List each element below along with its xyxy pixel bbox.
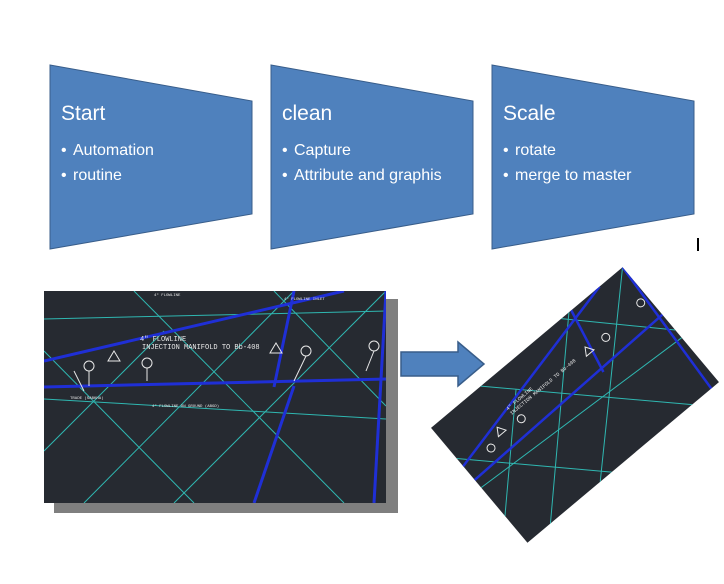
bullet-item: Attribute and graphis — [282, 165, 462, 186]
cad-symbols — [73, 340, 380, 392]
drawing-label-line1: 4" FLOWLINE — [140, 336, 186, 344]
cad-symbols — [486, 298, 646, 453]
step-bullets: Capture Attribute and graphis — [282, 140, 462, 190]
step-title: Start — [61, 102, 106, 125]
cad-drawing-original: 4" FLOWLINE INJECTION MANIFOLD TO Bb-408… — [44, 291, 386, 503]
text-cursor-mark — [697, 238, 699, 251]
bullet-item: routine — [61, 165, 241, 186]
drawing-top-label-2: 4" FLOWLINE INLET — [284, 297, 325, 302]
drawing-left-label: TRADE (SABKHA) — [70, 396, 104, 401]
cad-pipes — [462, 267, 713, 481]
drawing-label-line2: INJECTION MANIFOLD TO Bb-408 — [142, 344, 260, 352]
process-step-clean: clean Capture Attribute and graphis — [270, 64, 474, 250]
bullet-item: rotate — [503, 140, 683, 161]
process-step-scale: Scale rotate merge to master — [491, 64, 695, 250]
drawing-ground-label: 4" FLOWLINE ON GROUND (ABGD) — [152, 404, 219, 409]
drawing-top-label: 4" FLOWLINE — [154, 293, 181, 298]
bullet-item: Automation — [61, 140, 241, 161]
cad-pipes — [44, 291, 386, 503]
cad-drawing-rotated: 4" FLOWLINE INJECTION MANIFOLD TO Bb-408 — [431, 267, 719, 543]
bullet-item: Capture — [282, 140, 462, 161]
step-title: Scale — [503, 102, 556, 125]
process-step-start: Start Automation routine — [49, 64, 253, 250]
rotated-label-line2: INJECTION MANIFOLD TO Bb-408 — [509, 358, 577, 417]
cad-grid — [456, 267, 693, 524]
step-title: clean — [282, 102, 333, 125]
right-arrow-icon — [400, 340, 486, 388]
rotated-drawing-wrapper: 4" FLOWLINE INJECTION MANIFOLD TO Bb-408 — [420, 267, 720, 568]
step-bullets: rotate merge to master — [503, 140, 683, 190]
cad-rotated-canvas: 4" FLOWLINE INJECTION MANIFOLD TO Bb-408 — [456, 267, 713, 524]
bullet-item: merge to master — [503, 165, 683, 186]
step-bullets: Automation routine — [61, 140, 241, 190]
cad-grid — [44, 291, 386, 503]
cad-drawing-canvas: 4" FLOWLINE INJECTION MANIFOLD TO Bb-408… — [44, 291, 386, 503]
